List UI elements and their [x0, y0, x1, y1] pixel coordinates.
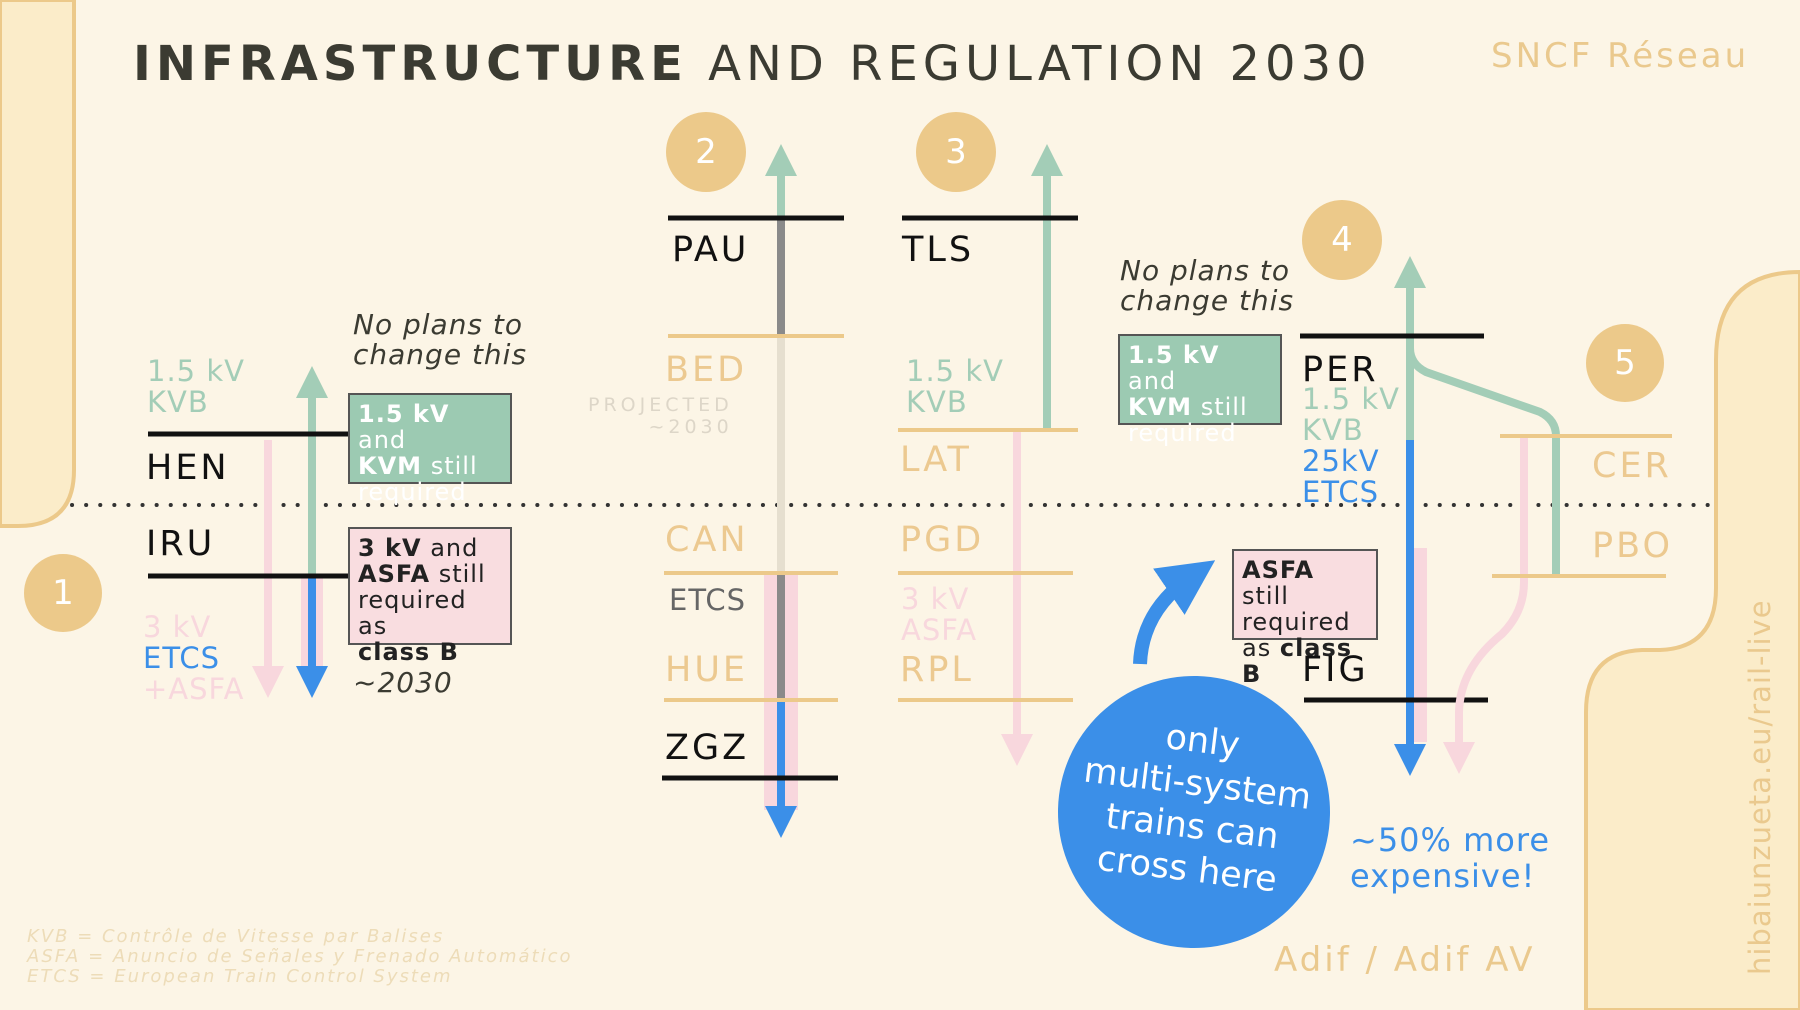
requirement-box-pink-4: ASFA still required as class B: [1232, 549, 1378, 687]
crossing-number-2: 2: [666, 112, 746, 192]
station-zgz: ZGZ: [665, 728, 750, 768]
projected-label: PROJECTED~2030: [588, 394, 733, 438]
station-per: PER: [1302, 350, 1379, 390]
station-pau: PAU: [672, 230, 750, 270]
station-rpl: RPL: [900, 650, 974, 690]
requirement-box-pink-1: 3 kV and ASFA still required as class B: [348, 527, 512, 665]
green-branch: [1406, 347, 1560, 576]
crossing-number-3: 3: [916, 112, 996, 192]
spain-system-2: ETCS: [669, 583, 746, 617]
station-hue: HUE: [665, 650, 749, 690]
station-iru: IRU: [146, 524, 216, 564]
crossing-number-5: 5: [1586, 324, 1664, 402]
right-panel-shape: [1584, 269, 1800, 1010]
pink-arrow: [1443, 581, 1528, 774]
requirement-box-green-4: 1.5 kV and KVM still required: [1118, 334, 1282, 446]
credit-url: hibaiunzueta.eu/rail-live: [1743, 599, 1777, 975]
operator-france: SNCF Réseau: [1491, 36, 1750, 76]
station-fig: FIG: [1302, 650, 1369, 690]
station-pbo: PBO: [1592, 526, 1674, 566]
system-stack-4: 1.5 kV KVB 25kV ETCS: [1302, 382, 1400, 509]
station-can: CAN: [665, 520, 749, 560]
crossing-number-4: 4: [1302, 200, 1382, 280]
operator-spain: Adif / Adif AV: [1274, 940, 1536, 980]
requirement-box-green-1: 1.5 kV and KVM still required: [348, 393, 512, 505]
timing-2030: ~2030: [353, 666, 453, 699]
station-tls: TLS: [902, 230, 975, 270]
left-panel-shape: [0, 0, 76, 528]
station-pgd: PGD: [900, 520, 985, 560]
station-hen: HEN: [146, 448, 230, 488]
station-lat: LAT: [900, 440, 972, 480]
station-cer: CER: [1592, 446, 1672, 486]
page-title: INFRASTRUCTURE AND REGULATION 2030: [133, 36, 1372, 92]
crossing-number-1: 1: [24, 554, 102, 632]
curved-blue-arrow: [1133, 560, 1216, 665]
station-bed: BED: [665, 350, 748, 390]
